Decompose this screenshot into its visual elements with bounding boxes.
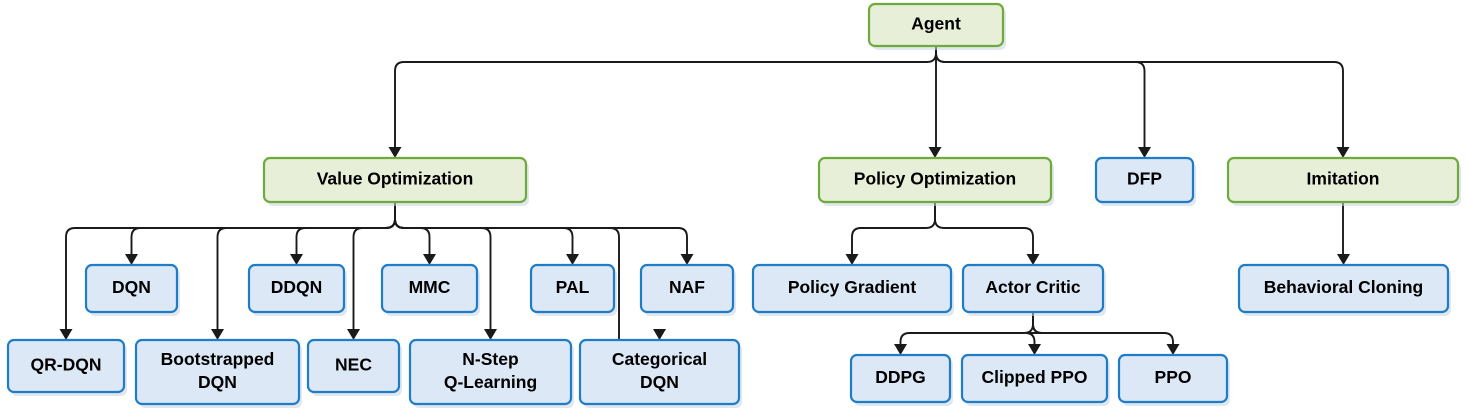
node-label-pal: PAL (556, 277, 590, 297)
arrow-head (423, 254, 436, 265)
node-box-imitation[interactable] (1226, 156, 1460, 204)
node-label-bootstrapped: DQN (198, 372, 237, 392)
arrow-head (1138, 147, 1151, 158)
node-label-policy_gradient: Policy Gradient (788, 277, 917, 297)
arrow-head (845, 254, 859, 265)
node-label-imitation: Imitation (1307, 169, 1380, 189)
arrow-head (347, 329, 360, 340)
node-label-nstep: Q-Learning (444, 372, 537, 392)
arrow-head (388, 147, 402, 158)
node-label-ppo: PPO (1155, 367, 1192, 387)
node-ddqn[interactable]: DDQN (247, 263, 347, 316)
node-agent[interactable]: Agent (867, 2, 1006, 50)
node-box-policy_gradient[interactable] (751, 263, 953, 314)
node-label-naf: NAF (669, 277, 705, 297)
arrow-head (928, 147, 942, 158)
edge-layer (59, 46, 1350, 362)
node-box-naf[interactable] (639, 263, 735, 314)
edge-actor_critic-to-ppo (1032, 312, 1174, 344)
node-naf[interactable]: NAF (639, 263, 736, 316)
node-policy_opt[interactable]: Policy Optimization (817, 156, 1054, 206)
node-ddpg[interactable]: DDPG (849, 353, 953, 406)
arrow-head (211, 329, 224, 340)
node-box-nec[interactable] (306, 338, 401, 394)
node-box-value_opt[interactable] (262, 156, 528, 204)
node-label-dqn: DQN (112, 277, 151, 297)
arrow-head (894, 344, 907, 355)
arrow-head (680, 254, 694, 265)
node-label-ddpg: DDPG (875, 367, 926, 387)
node-clipped_ppo[interactable]: Clipped PPO (960, 353, 1110, 406)
node-box-bootstrapped[interactable] (134, 338, 301, 406)
node-label-categorical: DQN (640, 372, 679, 392)
arrow-head (484, 329, 497, 340)
node-box-ppo[interactable] (1117, 353, 1229, 404)
node-label-policy_opt: Policy Optimization (854, 169, 1016, 189)
node-policy_gradient[interactable]: Policy Gradient (751, 263, 954, 316)
arrow-head (1026, 254, 1040, 265)
node-label-categorical: Categorical (612, 349, 707, 369)
node-nec[interactable]: NEC (306, 338, 402, 396)
node-label-agent: Agent (911, 14, 961, 34)
node-dqn[interactable]: DQN (84, 263, 180, 316)
node-mmc[interactable]: MMC (380, 263, 480, 316)
node-box-dfp[interactable] (1094, 156, 1195, 204)
node-box-clipped_ppo[interactable] (960, 353, 1109, 404)
node-box-policy_opt[interactable] (817, 156, 1053, 204)
arrow-head (1028, 344, 1041, 355)
node-label-qr_dqn: QR-DQN (31, 355, 102, 375)
node-label-mmc: MMC (409, 277, 451, 297)
node-imitation[interactable]: Imitation (1226, 156, 1461, 206)
edge-policy_opt-to-actor_critic (934, 202, 1034, 254)
node-label-value_opt: Value Optimization (317, 169, 474, 189)
node-value_opt[interactable]: Value Optimization (262, 156, 529, 206)
node-label-bootstrapped: Bootstrapped (161, 349, 275, 369)
arrow-head (653, 329, 666, 340)
node-label-nec: NEC (335, 355, 372, 375)
node-label-dfp: DFP (1127, 169, 1162, 189)
node-box-actor_critic[interactable] (961, 263, 1105, 314)
node-box-ddqn[interactable] (247, 263, 346, 314)
node-box-dqn[interactable] (84, 263, 179, 314)
edge-agent-to-imitation (935, 46, 1344, 147)
arrow-head (1166, 344, 1180, 355)
node-box-ddpg[interactable] (849, 353, 952, 404)
node-box-nstep[interactable] (408, 338, 573, 406)
edge-policy_opt-to-policy_gradient (851, 202, 936, 254)
node-dfp[interactable]: DFP (1094, 156, 1196, 206)
arrow-head (125, 254, 138, 265)
arrow-head (59, 329, 73, 340)
node-label-behavioral: Behavioral Cloning (1264, 277, 1423, 297)
node-qr_dqn[interactable]: QR-DQN (6, 338, 127, 396)
node-box-agent[interactable] (867, 2, 1005, 48)
arrow-head (566, 254, 579, 265)
node-box-behavioral[interactable] (1237, 263, 1450, 314)
node-box-mmc[interactable] (380, 263, 479, 314)
edge-actor_critic-to-ddpg (899, 312, 1034, 344)
arrow-head (290, 254, 303, 265)
node-behavioral[interactable]: Behavioral Cloning (1237, 263, 1451, 316)
edge-agent-to-value_opt (394, 46, 937, 147)
node-label-actor_critic: Actor Critic (985, 277, 1081, 297)
node-box-pal[interactable] (529, 263, 616, 314)
node-label-ddqn: DDQN (271, 277, 323, 297)
arrow-head (1336, 147, 1350, 158)
arrow-head (1337, 254, 1350, 265)
node-box-qr_dqn[interactable] (6, 338, 126, 394)
node-label-clipped_ppo: Clipped PPO (982, 367, 1088, 387)
node-ppo[interactable]: PPO (1117, 353, 1230, 406)
node-label-nstep: N-Step (462, 349, 518, 369)
node-pal[interactable]: PAL (529, 263, 617, 316)
node-actor_critic[interactable]: Actor Critic (961, 263, 1106, 316)
node-box-categorical[interactable] (578, 338, 741, 406)
